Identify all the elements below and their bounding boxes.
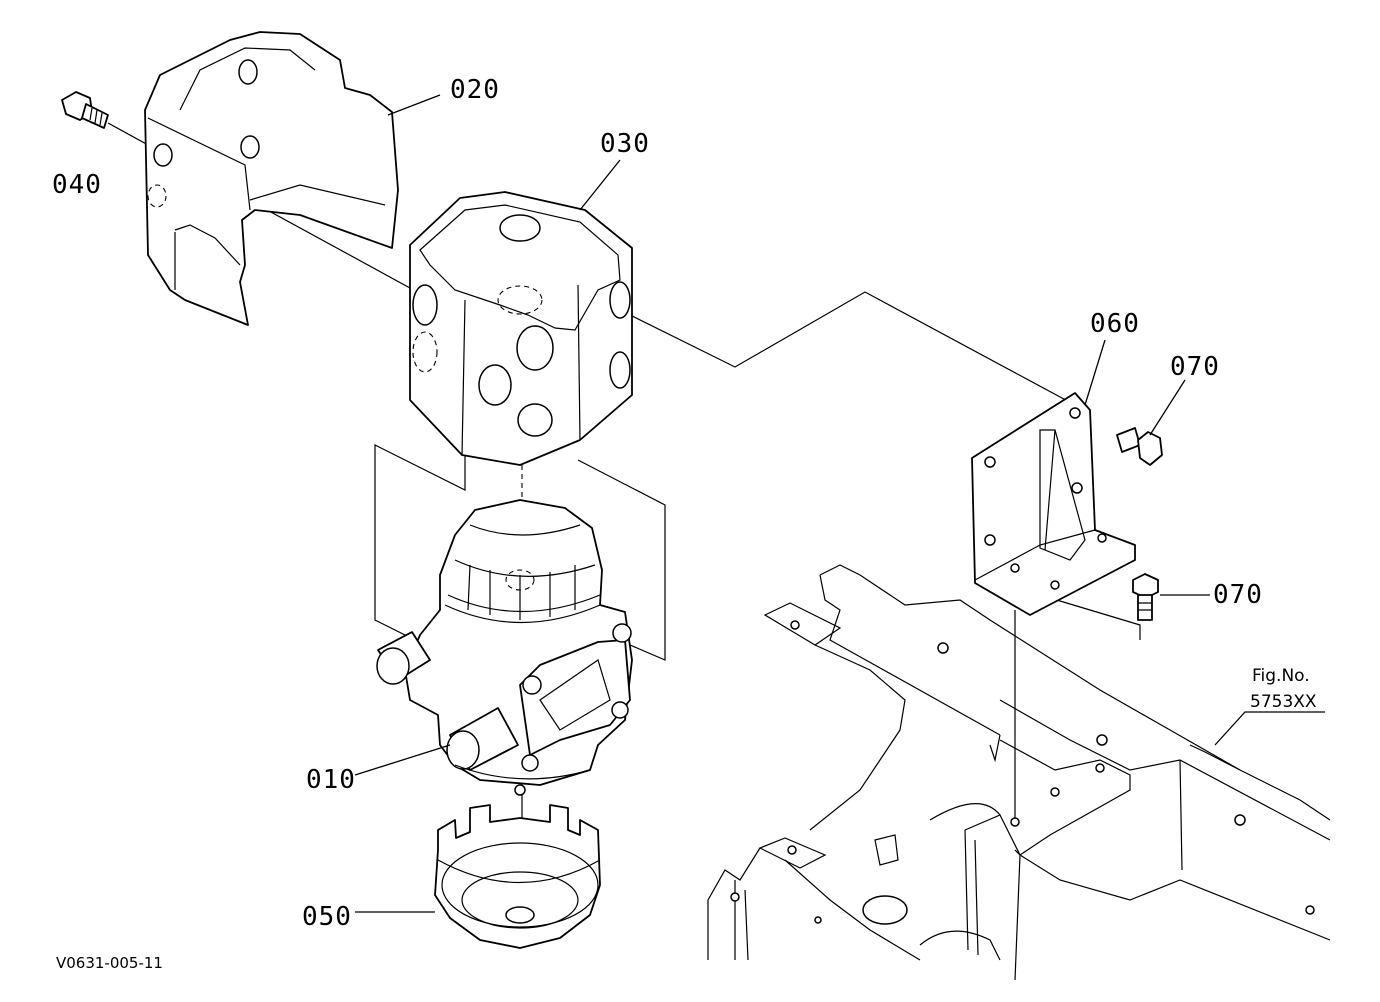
shield-plate-020 [144, 31, 399, 326]
part-label-030: 030 [600, 129, 650, 159]
filter-body-010 [376, 499, 633, 796]
figure-ref-number: 5753XX [1250, 692, 1317, 712]
part-label-050: 050 [302, 902, 352, 932]
machine-frame [707, 564, 1331, 981]
part-label-070-lower: 070 [1213, 580, 1263, 610]
part-label-060: 060 [1090, 309, 1140, 339]
bolt-070-upper [1116, 427, 1163, 466]
diagram-id: V0631-005-11 [56, 954, 163, 972]
bracket-060 [971, 392, 1136, 616]
bolt-040 [61, 91, 109, 129]
drain-cup-050 [434, 804, 601, 949]
cover-box-030 [409, 191, 633, 466]
part-label-020: 020 [450, 75, 500, 105]
part-label-070-upper: 070 [1170, 352, 1220, 382]
figure-ref-label: Fig.No. [1252, 666, 1310, 686]
part-label-040: 040 [52, 170, 102, 200]
part-label-010: 010 [306, 765, 356, 795]
bolt-070-lower [1132, 573, 1159, 621]
leader-lines [354, 94, 1325, 913]
